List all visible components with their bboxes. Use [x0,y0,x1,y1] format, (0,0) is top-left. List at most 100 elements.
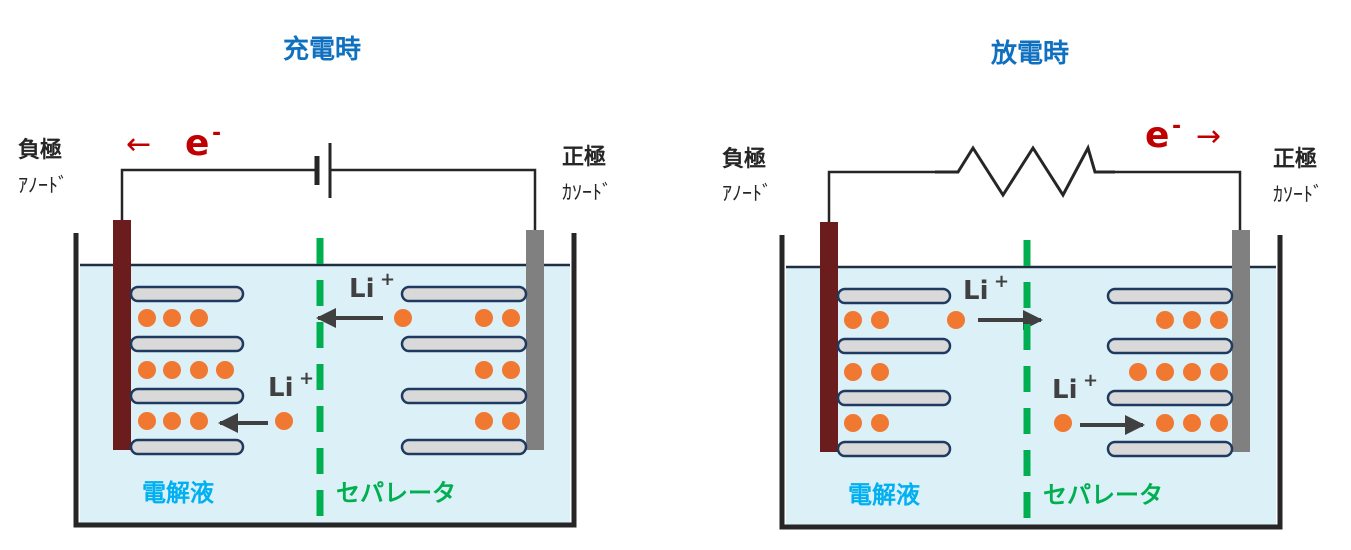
discharge-resistor [935,144,1115,198]
discharge-ion [871,311,889,329]
discharge-anode-layers [836,287,952,458]
charge-title: 充電時 [283,34,361,65]
charge-electron-arrow: ← [126,127,151,162]
charge-ion [190,309,208,327]
charge-ion [502,309,520,327]
charge-anode-layer [129,285,245,303]
discharge-ion [1183,311,1201,329]
discharge-ion [844,311,862,329]
charge-ion [138,412,156,430]
charge-negative-label: 負極 [18,137,62,163]
charge-ion-moving [394,309,412,327]
discharge-separator-label: セパレータ [1043,481,1163,509]
discharge-ion-sup-lower: + [1083,370,1098,391]
discharge-ion-moving [947,311,965,329]
discharge-ion [1210,363,1228,381]
charge-ion-moving [275,412,293,430]
discharge-beaker [779,235,1283,530]
discharge-ion [1210,311,1228,329]
charge-separator-label: セパレータ [336,479,456,507]
charge-ion [190,361,208,379]
charge-ion-sup-upper: + [380,269,395,290]
discharge-ion [1129,363,1147,381]
discharge-negative-sub: ｱﾉｰﾄﾞ [722,181,772,205]
discharge-ion-sup-upper: + [994,271,1009,292]
discharge-ion [1183,414,1201,432]
charge-ions [138,309,520,430]
discharge-ion-moving [1054,414,1072,432]
charge-cathode-layer [400,438,528,456]
charge-ion [502,361,520,379]
charge-cathode [526,230,544,450]
charge-ion-sup-lower: + [299,368,314,389]
charge-anode [113,220,131,450]
discharge-electron: e [1145,115,1169,156]
charge-ion-label-upper: Li [349,274,374,304]
discharge-anode-layer [836,389,952,407]
discharge-wire-left [827,170,935,224]
charge-panel: 充電時 [18,34,612,528]
charge-anode-layer [129,438,245,456]
charge-cathode-layer [400,387,528,405]
charge-negative-sub: ｱﾉｰﾄﾞ [18,173,68,197]
discharge-ions [844,311,1228,432]
discharge-ion [844,363,862,381]
discharge-ion [1210,414,1228,432]
charge-ion [138,361,156,379]
discharge-positive-label: 正極 [1273,146,1317,172]
discharge-anode-layer [836,287,952,305]
discharge-cathode-layers [1106,287,1234,458]
charge-anode-layer [129,335,245,353]
charge-ion [163,412,181,430]
charge-ion [216,361,234,379]
discharge-electron-arrow: → [1196,119,1221,154]
charge-ion [502,412,520,430]
charge-ion-label-lower: Li [268,373,293,403]
discharge-ion [1156,311,1174,329]
discharge-cathode-layer [1106,440,1234,458]
discharge-ion [844,414,862,432]
discharge-title: 放電時 [990,38,1069,69]
discharge-negative-label: 負極 [722,146,766,172]
discharge-cathode-layer [1106,287,1234,305]
charge-ion [475,412,493,430]
discharge-ion [1183,363,1201,381]
discharge-electron-sup: - [1172,114,1181,139]
charge-ion [163,309,181,327]
discharge-cathode [1232,230,1250,452]
discharge-ion [871,363,889,381]
charge-electron: e [185,123,209,164]
charge-ion [475,309,493,327]
charge-beaker [73,233,577,528]
discharge-ion-label-upper: Li [963,276,988,306]
charge-wire-left [120,168,315,222]
discharge-panel: 放電時 [722,38,1323,530]
discharge-positive-sub: ｶｿｰﾄﾞ [1273,182,1323,206]
discharge-anode-layer [836,337,952,355]
charge-positive-sub: ｶｿｰﾄﾞ [562,180,612,204]
charge-cathode-layer [400,335,528,353]
charge-electrolyte-label: 電解液 [142,479,214,507]
charge-ion [475,361,493,379]
charge-ion [190,412,208,430]
discharge-anode-layer [836,440,952,458]
discharge-electrolyte-label: 電解液 [848,481,920,509]
charge-anode-layers [129,285,245,456]
charge-wire-right [331,168,537,232]
charge-positive-label: 正極 [562,144,606,170]
charge-cathode-layer [400,285,528,303]
discharge-anode [820,222,838,452]
discharge-ion [1156,363,1174,381]
discharge-wire-right [1115,170,1242,232]
charge-ion [138,309,156,327]
discharge-ion-label-lower: Li [1052,375,1077,405]
discharge-ion [1156,414,1174,432]
discharge-cathode-layer [1106,389,1234,407]
charge-anode-layer [129,387,245,405]
discharge-ion [871,414,889,432]
charge-cathode-layers [400,285,528,456]
charge-electron-sup: - [212,121,221,146]
discharge-cathode-layer [1106,337,1234,355]
charge-ion [163,361,181,379]
